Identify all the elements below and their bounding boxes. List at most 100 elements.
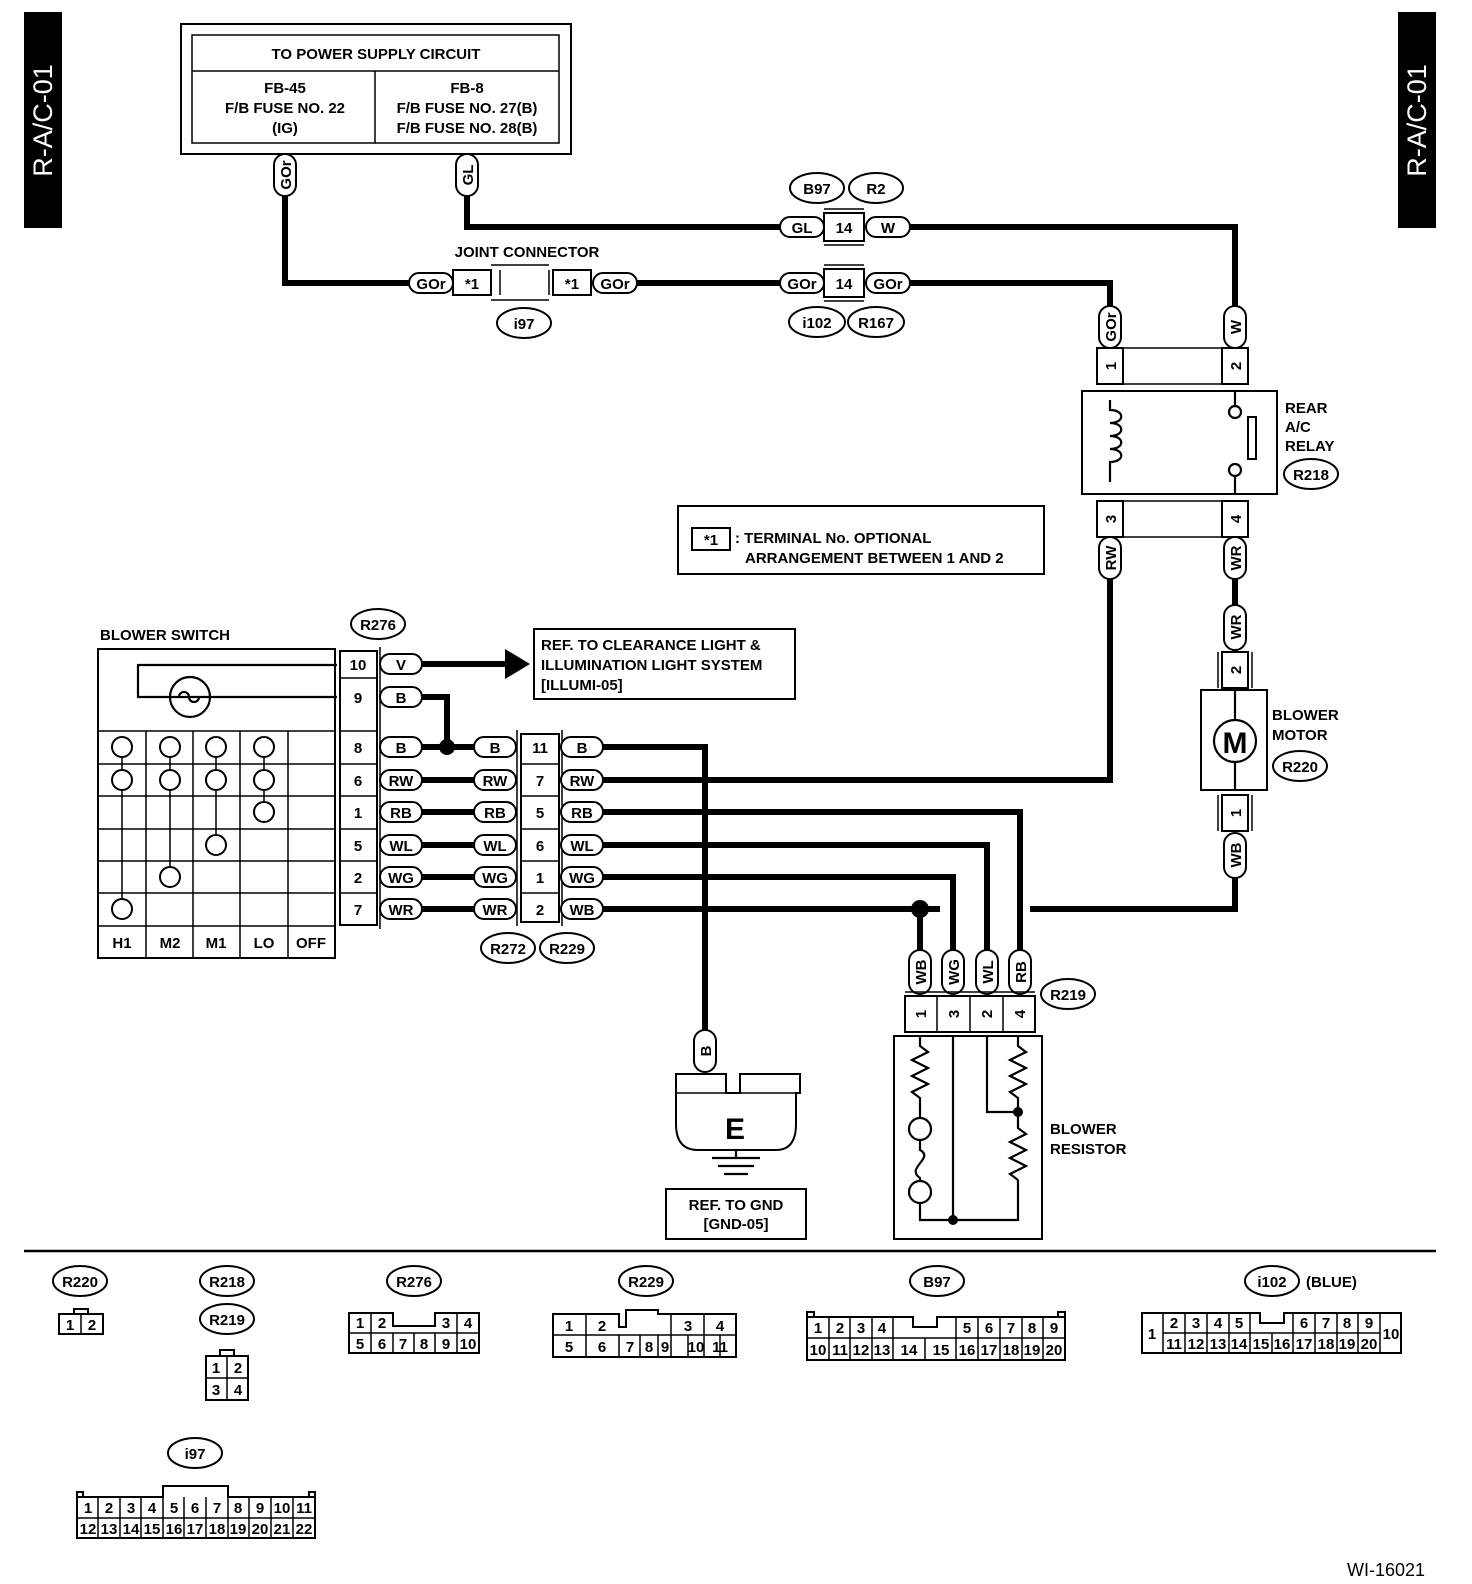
b97-pin-18: 18 [1003,1342,1020,1359]
connector-r272-r229: 11 7 5 6 1 2 B RW RB WL WG WR B RW [473,730,604,964]
r276-pin-5: 5 [356,1336,364,1353]
i97-pin-3: 3 [127,1500,135,1517]
mid-left-tags: B RW RB WL WG WR [473,736,517,920]
res-pin-4: 4 [1012,1009,1029,1018]
sw-wire-wr: WR [389,902,414,919]
wire-tag-gl: GL [792,220,813,237]
sw-wire-rb: RB [390,805,412,822]
r229-pin-7: 7 [626,1339,634,1356]
i97-pin-10: 10 [274,1500,291,1517]
mid-pin-5: 5 [536,805,544,822]
wire-b-jumper [420,694,450,747]
relay-wire-rw: RW [1103,545,1120,571]
mid-pin-1: 1 [536,870,544,887]
wire-gor-to-relay [910,280,1113,306]
gnd-ref-1: REF. TO GND [689,1197,784,1214]
mid-pin-2: 2 [536,902,544,919]
motor-wire-wr: WR [1228,614,1245,639]
view-id-r276: R276 [396,1274,432,1291]
fuse-fb45: FB-45 [264,80,306,97]
fuse-fb8: FB-8 [450,80,483,97]
sw-pin-10: 10 [350,657,367,674]
gnd-ref-2: [GND-05] [703,1216,768,1233]
res-pin-1: 1 [913,1010,930,1018]
r276-pin-3: 3 [442,1315,450,1332]
conn-id-r229: R229 [549,941,585,958]
fuse-22: F/B FUSE NO. 22 [225,100,345,117]
wires [282,190,1238,1030]
i102-pin-11: 11 [1166,1336,1182,1353]
r276-pin-8: 8 [420,1336,428,1353]
mid-right-wb: WB [570,902,595,919]
pos-lo: LO [254,935,275,952]
r276-pin-2: 2 [378,1315,386,1332]
view-id-r220: R220 [62,1274,98,1291]
motor-pin-2: 2 [1228,666,1245,674]
pin-14-top: 14 [836,220,853,237]
b97-pin-10: 10 [810,1342,827,1359]
blower-resistor: WB WG WL RB 1 3 2 4 R219 BLOWER RESISTOR [893,949,1127,1240]
mid-left-rw: RW [483,773,509,790]
i102-pin-17: 17 [1296,1336,1313,1353]
b97-pin-1: 1 [814,1320,822,1337]
res-wire-rb: RB [1013,961,1030,983]
note-symbol: *1 [704,532,718,549]
conn-id-b97: B97 [803,181,831,198]
pos-off: OFF [296,935,326,952]
sw-wire-rw: RW [389,773,415,790]
b97-pin-9: 9 [1050,1320,1058,1337]
i102-pin-9: 9 [1365,1315,1373,1332]
sw-pin-8: 8 [354,740,362,757]
fuse-27: F/B FUSE NO. 27(B) [397,100,538,117]
i97-pin-19: 19 [230,1521,247,1538]
relay-label-3: RELAY [1285,438,1334,455]
b97-pin-15: 15 [933,1342,950,1359]
r229-pin-5: 5 [565,1339,573,1356]
i102-pin-14: 14 [1231,1336,1248,1353]
res-wire-wg: WG [946,959,963,985]
mid-left-wr: WR [483,902,508,919]
joint-term-left: *1 [465,276,479,293]
pos-m2: M2 [160,935,181,952]
illumi-ref-3: [ILLUMI-05] [541,677,623,694]
i97-pin-16: 16 [166,1521,183,1538]
power-supply-title: TO POWER SUPPLY CIRCUIT [272,46,481,63]
motor-id: R220 [1282,759,1318,776]
r229-pin-1: 1 [565,1318,573,1335]
i97-pin-9: 9 [256,1500,264,1517]
r218-pin-4: 4 [234,1382,243,1399]
mid-right-rb: RB [571,805,593,822]
arrow-right-icon [505,649,530,679]
i102-note: (BLUE) [1306,1274,1357,1291]
i102-pin-8: 8 [1343,1315,1351,1332]
res-wire-wb: WB [913,959,930,984]
mid-pin-7: 7 [536,773,544,790]
b97-pin-8: 8 [1028,1320,1036,1337]
r229-pin-11: 11 [712,1339,728,1356]
pos-m1: M1 [206,935,227,952]
wire-wb-motor [1030,878,1238,912]
sw-wire-b8: B [396,740,407,757]
i102-pin-10: 10 [1383,1326,1400,1343]
r218-pin-3: 3 [212,1382,220,1399]
i97-pin-8: 8 [234,1500,242,1517]
relay-pin-3: 3 [1103,515,1120,523]
sw-wire-wg: WG [388,870,414,887]
sw-pin-7: 7 [354,902,362,919]
b97-pin-13: 13 [874,1342,891,1359]
i102-pin-5: 5 [1235,1315,1243,1332]
motor-wire-wb: WB [1228,842,1245,867]
r229-pin-2: 2 [598,1318,606,1335]
switch-wire-tags: V B B RW RB WL WG WR [379,653,423,920]
motor-label-1: BLOWER [1272,707,1339,724]
i97-pin-17: 17 [187,1521,204,1538]
wire-tag-gor-mid: GOr [787,276,816,293]
mid-right-wl: WL [570,838,593,855]
b97-pin-6: 6 [985,1320,993,1337]
i97-pin-14: 14 [123,1521,140,1538]
sw-pin-6: 6 [354,773,362,790]
sw-wire-b9: B [396,690,407,707]
i97-pin-13: 13 [101,1521,118,1538]
resistor-label-2: RESISTOR [1050,1141,1127,1158]
sw-pin-1: 1 [354,805,362,822]
